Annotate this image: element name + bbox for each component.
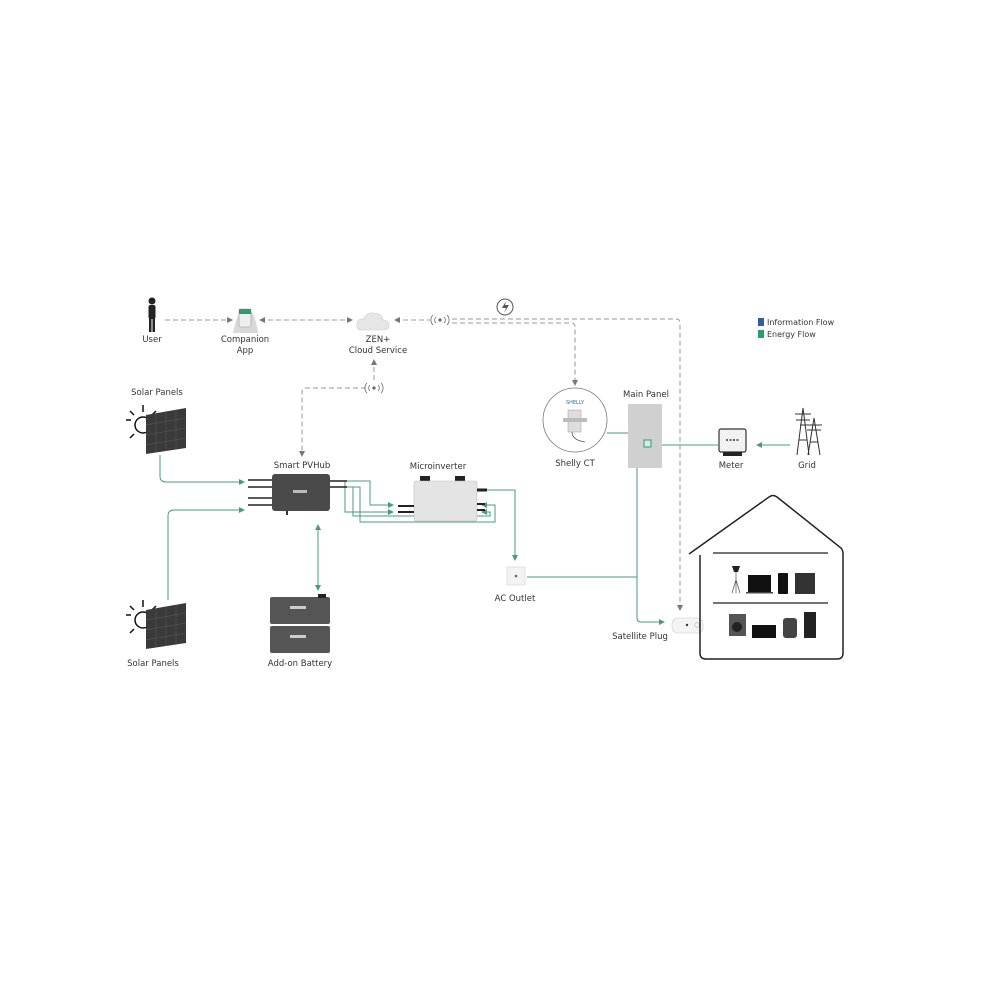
companion-app-label: Companion — [221, 335, 269, 345]
satellite-plug-label: Satellite Plug — [612, 632, 668, 642]
energy-flow-lines — [159, 432, 790, 625]
wifi-icon — [430, 314, 450, 326]
meter-label: Meter — [719, 461, 744, 471]
cloud-label: ZEN+ — [366, 335, 391, 345]
meter-device — [718, 428, 747, 456]
information-flow-lines — [165, 317, 683, 611]
cloud-icon — [356, 312, 390, 331]
lightning-meter-icon — [496, 298, 514, 316]
companion-app-label-line2: App — [237, 346, 254, 356]
legend-swatch-information — [758, 318, 764, 326]
satellite-plug-device — [671, 617, 704, 634]
wifi-icon — [364, 382, 384, 394]
legend-swatch-energy — [758, 330, 764, 338]
ac-outlet-icon — [506, 566, 526, 586]
solar-panel-icon — [145, 408, 187, 454]
add-on-battery-label: Add-on Battery — [268, 659, 332, 669]
ac-outlet-label: AC Outlet — [495, 594, 536, 604]
add-on-battery-device — [270, 594, 330, 653]
grid-label: Grid — [798, 461, 816, 471]
user-label: User — [142, 335, 162, 345]
main-panel-label: Main Panel — [623, 390, 669, 400]
user-figure-icon — [148, 297, 156, 332]
shelly-ct-label: Shelly CT — [555, 459, 595, 469]
shelly-logo: SHELLY — [566, 400, 585, 406]
main-panel-device — [628, 404, 662, 468]
solar-panels-bottom-label: Solar Panels — [127, 659, 179, 669]
smart-pvhub-label: Smart PVHub — [274, 461, 331, 471]
smart-pvhub-device — [248, 474, 347, 515]
panel-junction — [643, 439, 652, 448]
phone-app-icon — [233, 308, 258, 333]
solar-panels-top-label: Solar Panels — [131, 388, 183, 398]
home-appliances-icons — [729, 566, 816, 638]
microinverter-device — [398, 476, 487, 522]
legend-label-energy: Energy Flow — [767, 330, 816, 339]
house-outline — [688, 494, 844, 660]
legend: Information Flow Energy Flow — [758, 318, 835, 339]
microinverter-label: Microinverter — [410, 462, 467, 472]
solar-panel-icon — [145, 603, 187, 649]
shelly-ct-device: SHELLY — [542, 387, 608, 453]
cloud-label-line2: Cloud Service — [349, 346, 407, 356]
power-tower-icon — [795, 407, 822, 456]
legend-label-information: Information Flow — [767, 318, 835, 327]
